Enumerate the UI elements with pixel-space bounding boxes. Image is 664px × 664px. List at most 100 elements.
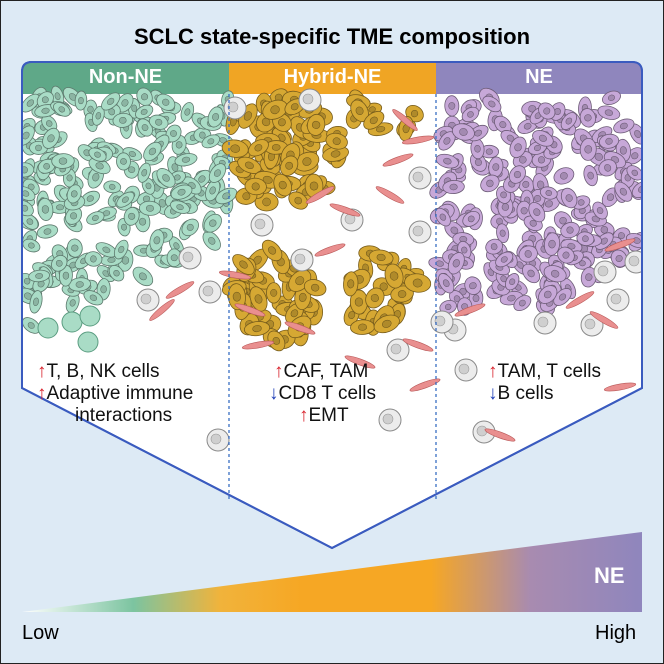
immune-cell <box>290 248 314 272</box>
tumor-cell <box>469 152 487 172</box>
tumor-cell <box>522 263 541 284</box>
fibroblast <box>344 355 376 369</box>
tumor-cell <box>560 187 578 209</box>
fibroblast <box>375 186 405 204</box>
fibroblast <box>604 238 636 252</box>
header-ne: NE <box>525 66 553 88</box>
tumor-cell <box>227 283 246 311</box>
tumor-cell <box>29 290 43 314</box>
lymphocyte-cell <box>61 311 83 333</box>
immune-cell <box>408 220 432 244</box>
tumor-cell <box>22 93 40 113</box>
tumor-cell <box>610 249 628 268</box>
tumor-cell <box>523 215 543 232</box>
tumor-cell <box>439 300 457 314</box>
tumor-cell <box>51 153 75 169</box>
tumor-cell <box>22 125 35 146</box>
tumor-cell <box>528 201 546 223</box>
tumor-cell <box>543 265 567 283</box>
tumor-cell <box>149 229 165 252</box>
lymphocyte-cell <box>37 317 59 339</box>
tumor-cell <box>583 165 598 187</box>
tumor-cell <box>447 252 465 275</box>
tumor-cell <box>207 106 224 128</box>
figure-title: SCLC state-specific TME composition <box>133 24 531 49</box>
hybrid-ne-cell-cluster <box>221 88 432 352</box>
fibroblast <box>589 311 619 329</box>
immune-cell <box>378 408 402 432</box>
immune-cell <box>408 166 432 190</box>
fibroblast <box>401 135 435 145</box>
tumor-cell <box>203 213 222 233</box>
tumor-cell <box>181 218 199 237</box>
fibroblast <box>484 428 516 442</box>
tumor-cell <box>66 184 82 204</box>
tumor-cell <box>516 200 532 221</box>
annotation-line: ↑Adaptive immune <box>37 383 194 404</box>
tumor-cell <box>103 180 122 194</box>
tumor-cell <box>108 264 125 282</box>
tumor-cell <box>148 114 169 130</box>
header-non-ne: Non-NE <box>88 66 163 88</box>
tumor-cell <box>306 113 326 136</box>
tumor-cell <box>538 102 556 120</box>
tumor-cell <box>444 95 460 117</box>
tumor-cell <box>532 130 554 147</box>
tumor-cell <box>68 277 91 292</box>
immune-cell <box>206 428 230 452</box>
tumor-cell <box>201 134 221 149</box>
tumor-cell <box>232 254 255 275</box>
tumor-cell <box>262 99 288 120</box>
tumor-cell <box>51 255 68 272</box>
tumor-cell <box>602 90 621 106</box>
tumor-cell <box>538 285 558 304</box>
fibroblast <box>305 186 335 204</box>
immune-cell <box>198 280 222 304</box>
tumor-cell <box>95 242 118 258</box>
tumor-cell <box>112 112 134 128</box>
tumor-cell <box>553 167 575 185</box>
gradient-low-label: Low <box>22 622 59 644</box>
tumor-cell <box>113 239 129 260</box>
immune-cell <box>454 358 478 382</box>
tumor-cell <box>116 93 134 113</box>
tumor-cell <box>580 266 597 288</box>
fibroblast <box>402 338 434 352</box>
tumor-cell <box>508 165 526 184</box>
annotation-line: interactions <box>75 405 173 426</box>
tumor-cell <box>349 289 368 315</box>
tumor-cell <box>273 173 293 197</box>
tumor-cell <box>304 173 324 199</box>
annotation-non-ne: ↑T, B, NK cells ↑Adaptive immune interac… <box>37 361 193 427</box>
tumor-cell <box>215 187 238 205</box>
fibroblast <box>314 243 346 257</box>
lymphocyte-cell <box>79 305 101 327</box>
tumor-cell <box>363 111 385 130</box>
tumor-cell <box>438 131 456 151</box>
tumor-cell <box>461 106 480 123</box>
tumor-cell <box>83 290 104 306</box>
tumor-cell <box>22 238 41 253</box>
tumor-cell <box>170 184 193 200</box>
fibroblast <box>149 299 175 321</box>
tumor-cell <box>243 321 271 337</box>
tumor-cell <box>509 136 527 159</box>
tumor-cell <box>434 207 451 227</box>
tumor-cell <box>612 227 631 244</box>
fibroblast <box>565 291 595 309</box>
immune-cell <box>533 311 557 335</box>
gradient-high-label: High <box>595 622 637 644</box>
tumor-cell <box>435 153 459 169</box>
annotation-line: ↓B cells <box>488 383 554 404</box>
tumor-cell <box>485 238 503 255</box>
tumor-cell <box>237 156 262 174</box>
tumor-cell <box>482 95 502 113</box>
annotation-line: ↑CAF, TAM <box>274 361 369 382</box>
immune-cell <box>606 288 630 312</box>
tumor-cell <box>553 288 572 306</box>
tumor-cell <box>101 92 121 111</box>
tumor-cell <box>495 251 514 268</box>
tumor-cell <box>496 223 510 244</box>
tumor-cell <box>543 232 561 256</box>
header-bar-hybrid-ne <box>229 62 436 94</box>
